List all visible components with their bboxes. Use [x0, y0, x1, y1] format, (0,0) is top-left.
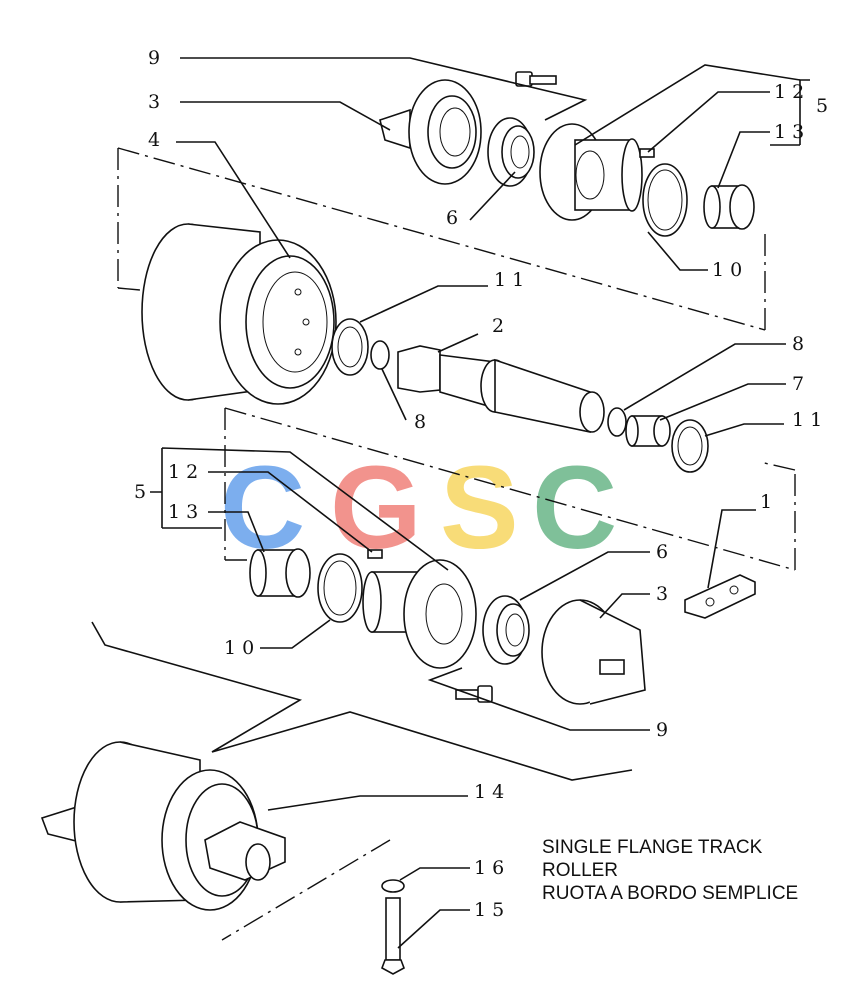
part-ring-left [331, 318, 369, 376]
callout-10-top: 10 [712, 259, 748, 281]
exploded-frame-line [91, 621, 633, 781]
part-seal-upper [487, 117, 535, 187]
callout-7: 7 [792, 373, 810, 395]
part-oring-8-left [370, 340, 390, 370]
part-plate [684, 574, 756, 619]
part-roller-assembly [40, 741, 286, 911]
part-oring-lower [317, 553, 363, 623]
part-bolt-upper [515, 71, 557, 87]
part-oring-upper [642, 163, 688, 237]
part-housing-upper [539, 123, 643, 221]
part-cap-upper [703, 184, 755, 230]
callout-6-top: 6 [446, 207, 464, 229]
part-roller-wheel [141, 223, 337, 405]
callout-1: 1 [760, 491, 778, 513]
part-oring-8-right [607, 407, 627, 437]
centerlines [117, 147, 796, 941]
watermark: C G S C [220, 442, 617, 574]
part-collar-upper [379, 79, 482, 185]
caption: SINGLE FLANGE TRACK ROLLER RUOTA A BORDO… [542, 837, 798, 904]
callout-13-top: 13 [774, 121, 810, 143]
callout-3-bottom: 3 [656, 583, 674, 605]
callout-4: 4 [148, 129, 166, 151]
part-shaft [397, 345, 605, 433]
callout-8-right: 8 [792, 333, 810, 355]
callout-5-bottom: 5 [134, 481, 152, 503]
part-pin-upper [639, 148, 655, 158]
caption-line-2: ROLLER [542, 860, 618, 881]
watermark-letter-s: S [440, 442, 519, 574]
part-collar-lower [541, 599, 646, 705]
callout-5-top: 5 [816, 95, 834, 117]
part-pin-lower [367, 549, 383, 559]
callout-3-top: 3 [148, 91, 166, 113]
callout-12-bottom: 12 [168, 461, 204, 483]
callout-11-right: 11 [792, 409, 828, 431]
callout-16: 16 [474, 857, 510, 879]
part-seal-lower [482, 595, 530, 665]
callout-12-top: 12 [774, 81, 810, 103]
callout-6-bottom: 6 [656, 541, 674, 563]
caption-line-3: RUOTA A BORDO SEMPLICE [542, 883, 798, 904]
part-cap-lower [249, 548, 311, 598]
callout-13-bottom: 13 [168, 501, 204, 523]
callout-labels: 9 3 4 6 12 13 5 10 11 2 8 8 7 11 5 12 13… [134, 47, 834, 921]
callout-9-bottom: 9 [656, 719, 674, 741]
callout-9-top: 9 [148, 47, 166, 69]
callout-8-left: 8 [414, 411, 432, 433]
callout-11-left: 11 [494, 269, 530, 291]
callout-15: 15 [474, 899, 510, 921]
callout-14: 14 [474, 781, 510, 803]
callout-2: 2 [492, 315, 510, 337]
part-washer [381, 879, 405, 893]
caption-line-1: SINGLE FLANGE TRACK [542, 837, 763, 858]
callout-10-bottom: 10 [224, 637, 260, 659]
leader-lines [150, 57, 810, 949]
part-bolt-15 [381, 897, 405, 975]
part-ring-right [671, 419, 709, 473]
part-bushing [625, 415, 671, 447]
part-housing-lower [362, 559, 477, 669]
